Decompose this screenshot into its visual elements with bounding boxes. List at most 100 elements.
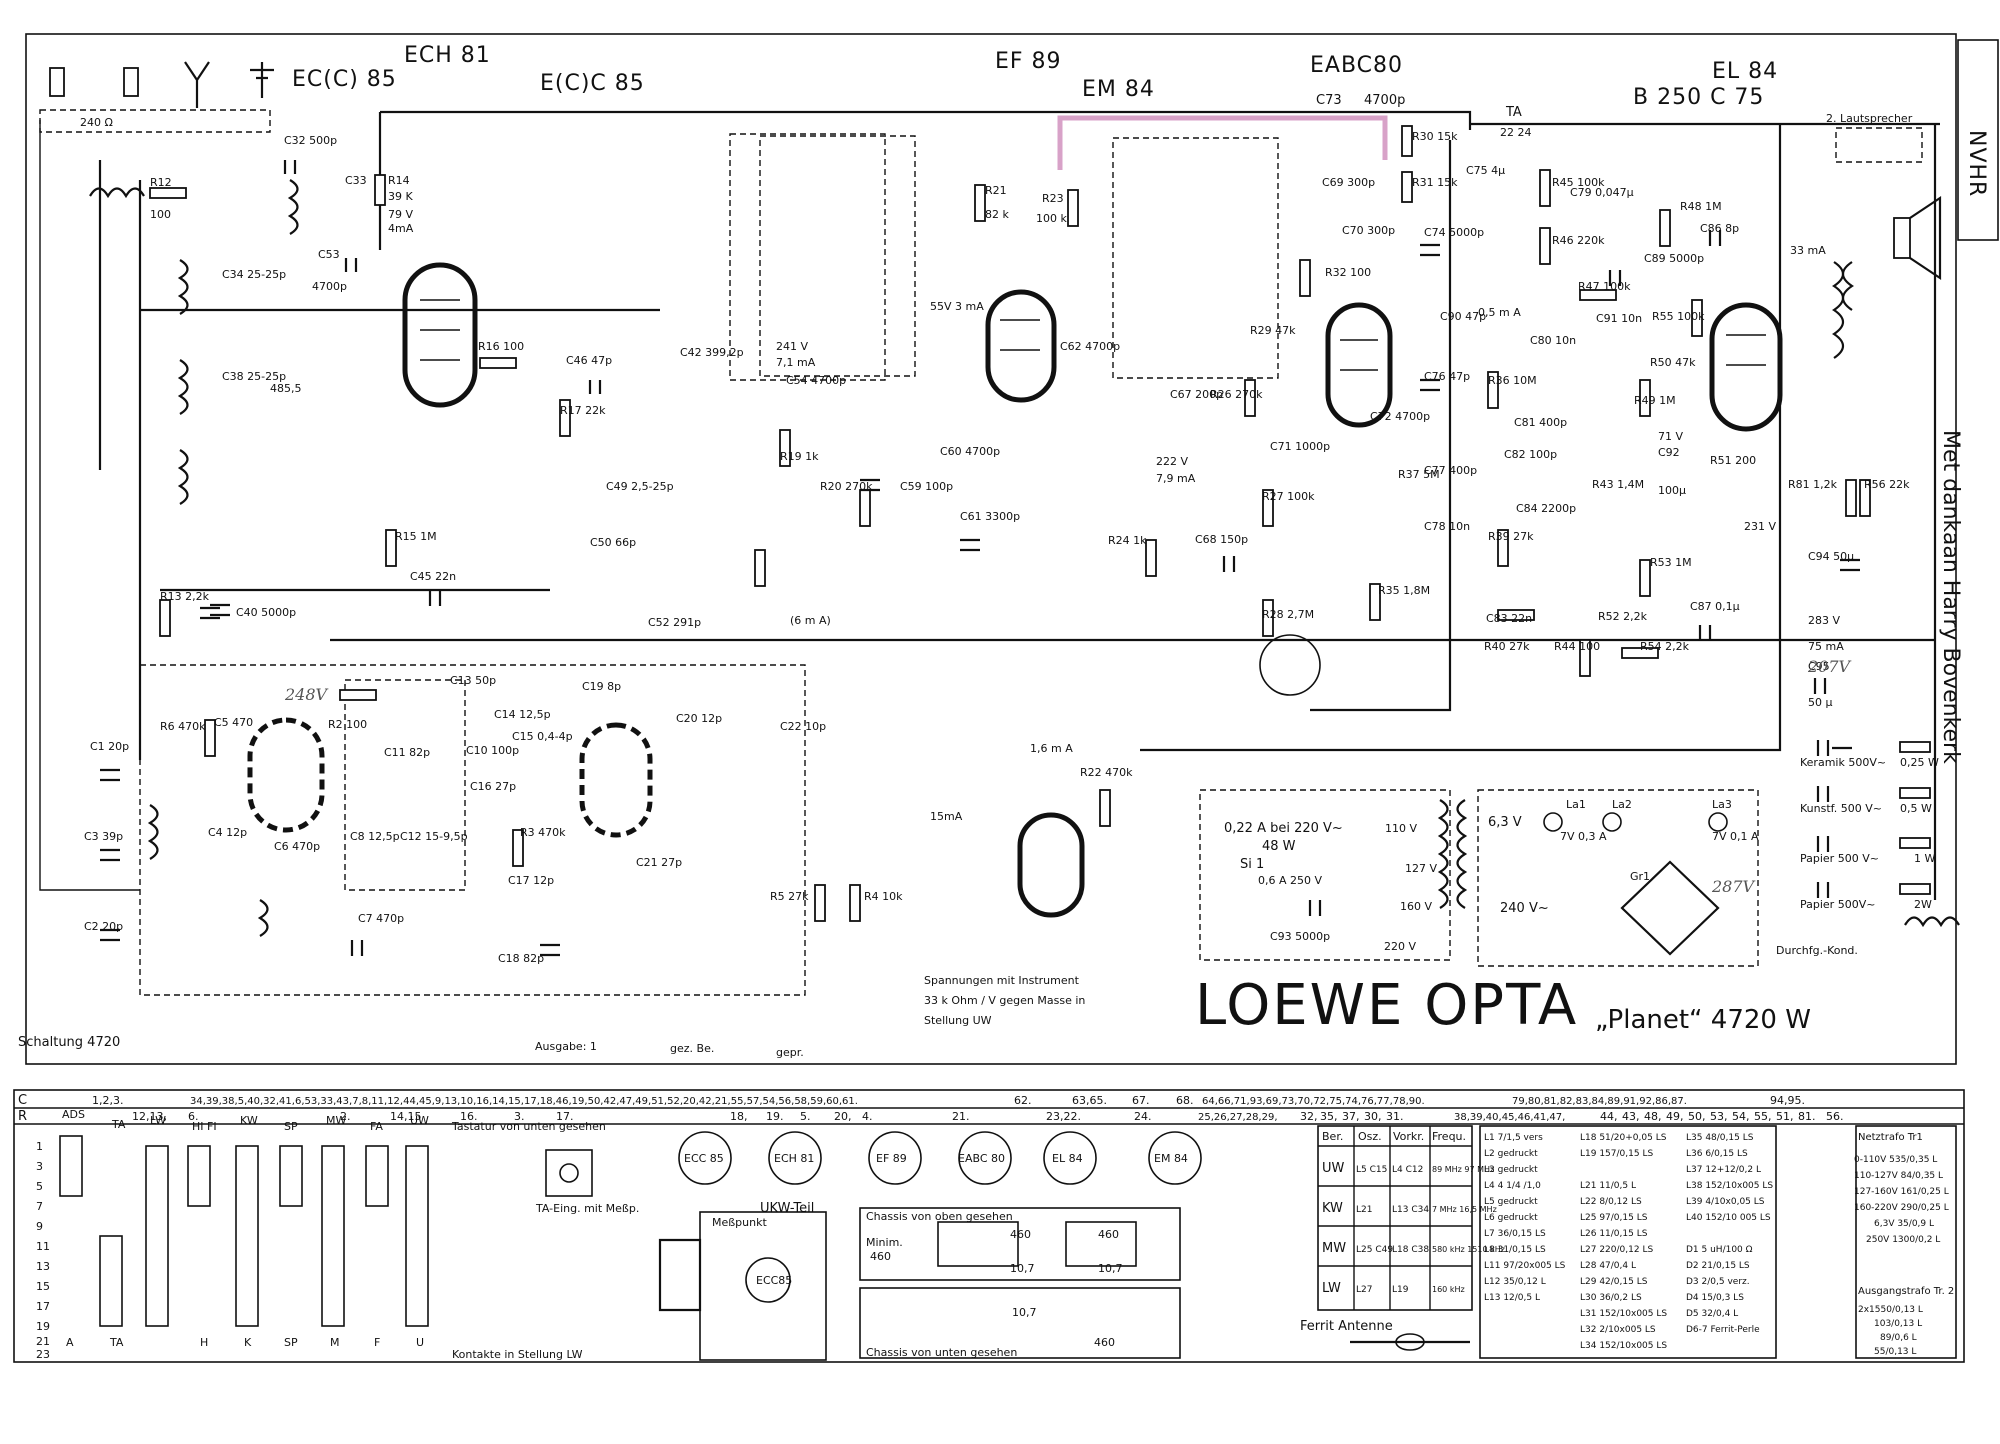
c-row-5: 68. [1176, 1094, 1194, 1107]
svg-text:7: 7 [36, 1200, 43, 1213]
svg-text:L25 C49: L25 C49 [1356, 1245, 1393, 1255]
svg-text:283 V: 283 V [1808, 614, 1840, 627]
svg-text:R47 100k: R47 100k [1578, 280, 1631, 293]
svg-text:C21 27p: C21 27p [636, 856, 682, 869]
svg-text:EF 89: EF 89 [876, 1152, 907, 1165]
coil-entry: L13 12/0,5 L [1484, 1293, 1540, 1303]
coil-entry: L2 gedruckt [1484, 1149, 1538, 1159]
c-row-1: 34,39,38,5,40,32,41,6,53,33,43,7,8,11,12… [190, 1096, 858, 1107]
tube-title-eabc80: EABC80 [1310, 53, 1403, 78]
svg-text:110 V: 110 V [1385, 822, 1417, 835]
svg-text:Spannungen mit Instrument: Spannungen mit Instrument [924, 974, 1080, 987]
r-row-4: 16. [460, 1110, 478, 1123]
svg-text:7,1 mA: 7,1 mA [776, 356, 816, 369]
svg-text:KW: KW [240, 1114, 258, 1127]
coil-entry: D5 32/0,4 L [1686, 1309, 1738, 1319]
svg-text:C94 50μ: C94 50μ [1808, 550, 1854, 563]
svg-text:Chassis von unten gesehen: Chassis von unten gesehen [866, 1346, 1017, 1359]
svg-text:L19: L19 [1392, 1285, 1409, 1295]
ta-top-value: 22 24 [1500, 126, 1532, 139]
svg-text:C16 27p: C16 27p [470, 780, 516, 793]
svg-text:La1: La1 [1566, 798, 1586, 811]
coil-entry: L3 gedruckt [1484, 1165, 1538, 1175]
svg-text:C72 4700p: C72 4700p [1370, 410, 1430, 423]
svg-text:11: 11 [36, 1240, 50, 1253]
tube-ef89 [985, 289, 1057, 403]
r-row-13: 23,22. [1046, 1110, 1081, 1123]
r-row-10: 20, [834, 1110, 852, 1123]
netztrafo-table: Netztrafo Tr1 0-110V 535/0,35 L 110-127V… [1854, 1125, 1957, 1359]
svg-text:C62 4700p: C62 4700p [1060, 340, 1120, 353]
svg-text:R48 1M: R48 1M [1680, 200, 1722, 213]
svg-text:100: 100 [150, 208, 171, 221]
svg-text:Osz.: Osz. [1358, 1130, 1382, 1143]
svg-text:R23: R23 [1042, 192, 1064, 205]
r-row-9: 5. [800, 1110, 811, 1123]
svg-text:F: F [374, 1336, 380, 1349]
svg-text:89 MHz 97 MHz: 89 MHz 97 MHz [1432, 1165, 1494, 1174]
svg-text:160 kHz: 160 kHz [1432, 1285, 1465, 1294]
svg-text:R31 15k: R31 15k [1412, 176, 1458, 189]
svg-text:103/0,13 L: 103/0,13 L [1874, 1319, 1922, 1329]
svg-text:240 V~: 240 V~ [1500, 901, 1549, 916]
svg-text:L21: L21 [1356, 1205, 1372, 1215]
svg-text:33 mA: 33 mA [1790, 244, 1826, 257]
r-row-26: 50, [1688, 1110, 1706, 1123]
coil-entry: L35 48/0,15 LS [1686, 1133, 1754, 1143]
svg-text:C78 10n: C78 10n [1424, 520, 1470, 533]
svg-text:R22 470k: R22 470k [1080, 766, 1133, 779]
freq-table: Ber. Osz. Vorkr. Frequ. UW L5 C15 L4 C12… [1300, 1125, 1505, 1351]
r-row-18: 37, [1342, 1110, 1360, 1123]
svg-text:R2 100: R2 100 [328, 718, 367, 731]
svg-text:33 k Ohm / V gegen Masse in: 33 k Ohm / V gegen Masse in [924, 994, 1085, 1007]
coil-entry: L29 42/0,15 LS [1580, 1277, 1648, 1287]
r-row-25: 49, [1666, 1110, 1684, 1123]
svg-text:ECC 85: ECC 85 [684, 1152, 724, 1165]
coil-entry: L4 4 1/4 /1,0 [1484, 1181, 1541, 1191]
coil-entry: L25 97/0,15 LS [1580, 1213, 1648, 1223]
svg-text:2W: 2W [1914, 898, 1932, 911]
svg-text:C52 291p: C52 291p [648, 616, 701, 629]
r-row-28: 54, [1732, 1110, 1750, 1123]
svg-text:R35 1,8M: R35 1,8M [1378, 584, 1430, 597]
tube-title-rect: B 250 C 75 [1633, 85, 1764, 110]
svg-text:R16 100: R16 100 [478, 340, 524, 353]
svg-text:Kunstf. 500 V~: Kunstf. 500 V~ [1800, 802, 1882, 815]
c-row-8: 94,95. [1770, 1094, 1805, 1107]
svg-text:LW: LW [1322, 1281, 1341, 1296]
svg-text:C71 1000p: C71 1000p [1270, 440, 1330, 453]
tube-em84 [1017, 812, 1085, 918]
r-row-7: 18, [730, 1110, 748, 1123]
coil-entry: L7 36/0,15 LS [1484, 1229, 1546, 1239]
svg-text:100 k: 100 k [1036, 212, 1067, 225]
svg-text:C70 300p: C70 300p [1342, 224, 1395, 237]
svg-text:C19 8p: C19 8p [582, 680, 621, 693]
svg-text:50 μ: 50 μ [1808, 696, 1833, 709]
r-row-0: 12,13, [132, 1110, 167, 1123]
svg-text:127 V: 127 V [1405, 862, 1437, 875]
r-row-6: 17. [556, 1110, 574, 1123]
svg-text:250V 1300/0,2 L: 250V 1300/0,2 L [1866, 1235, 1940, 1245]
ukw-section: UKW-Teil Meßpunkt ECC85 Chassis von oben… [658, 1201, 1181, 1361]
r-row-17: 35, [1320, 1110, 1338, 1123]
svg-text:C7 470p: C7 470p [358, 912, 404, 925]
coil-entry: L31 152/10x005 LS [1580, 1309, 1667, 1319]
svg-text:Kontakte in Stellung LW: Kontakte in Stellung LW [452, 1348, 583, 1361]
svg-text:48 W: 48 W [1262, 839, 1296, 854]
svg-text:C67 200p: C67 200p [1170, 388, 1223, 401]
hand-voltage-2: 207V [1807, 657, 1852, 676]
svg-text:C79 0,047μ: C79 0,047μ [1570, 186, 1634, 199]
svg-text:13: 13 [36, 1260, 50, 1273]
svg-text:L27: L27 [1356, 1285, 1372, 1295]
lautsprecher-label: 2. Lautsprecher [1826, 112, 1913, 125]
r-row-31: 81. [1798, 1110, 1816, 1123]
svg-text:LW: LW [150, 1114, 166, 1127]
svg-text:KW: KW [1322, 1201, 1343, 1216]
r-row-24: 48, [1644, 1110, 1662, 1123]
hand-voltage-1: 248V [284, 685, 329, 704]
svg-text:0,6 A 250 V: 0,6 A 250 V [1258, 874, 1323, 887]
svg-text:R5 27k: R5 27k [770, 890, 809, 903]
ta-top-label: TA [1505, 105, 1522, 120]
schaltung-label: Schaltung 4720 [18, 1035, 120, 1050]
svg-text:TA: TA [111, 1118, 126, 1131]
